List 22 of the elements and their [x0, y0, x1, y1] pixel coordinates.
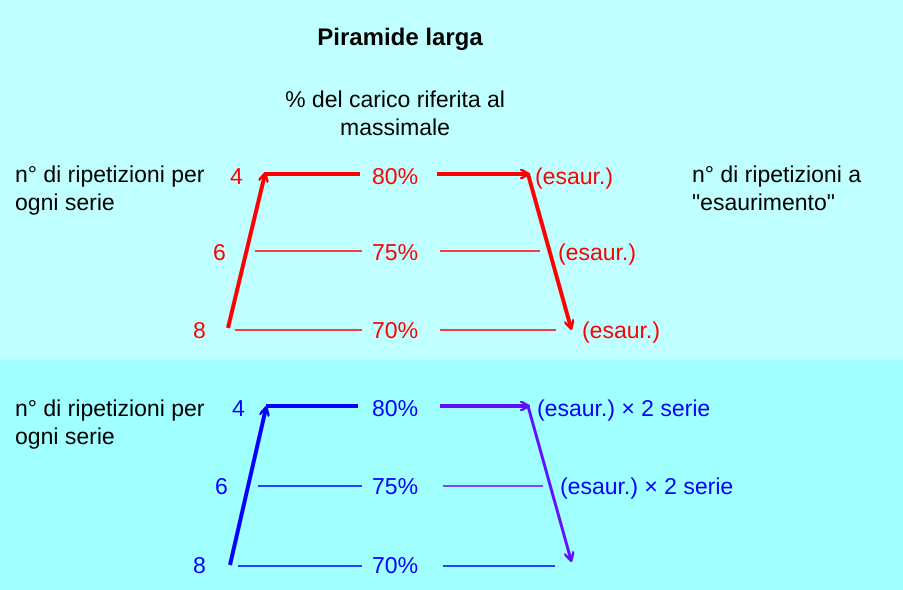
rep-count: 4	[230, 162, 243, 190]
set-note: (esaur.)	[535, 162, 613, 190]
rep-count: 8	[193, 551, 206, 579]
load-percent: 75%	[372, 238, 418, 266]
load-percent: 75%	[372, 472, 418, 500]
set-note: (esaur.) × 2 serie	[560, 472, 734, 500]
row-caption: n° di ripetizioni per ogni serie	[15, 160, 206, 216]
rep-count: 8	[193, 316, 206, 344]
row-caption: n° di ripetizioni a "esaurimento"	[692, 160, 862, 216]
set-note: (esaur.) × 2 serie	[537, 394, 710, 422]
load-percent: 70%	[372, 551, 418, 579]
load-percent: 80%	[372, 162, 418, 190]
load-percent: 80%	[372, 394, 418, 422]
rep-count: 6	[213, 238, 226, 266]
set-note: (esaur.)	[558, 238, 636, 266]
set-note: (esaur.)	[582, 316, 660, 344]
rep-count: 6	[215, 472, 228, 500]
axis-caption: % del carico riferita al massimale	[284, 85, 506, 141]
rep-count: 4	[232, 394, 245, 422]
row-caption: n° di ripetizioni per ogni serie	[15, 394, 206, 450]
diagram-title: Piramide larga	[316, 24, 484, 52]
load-percent: 70%	[372, 316, 418, 344]
